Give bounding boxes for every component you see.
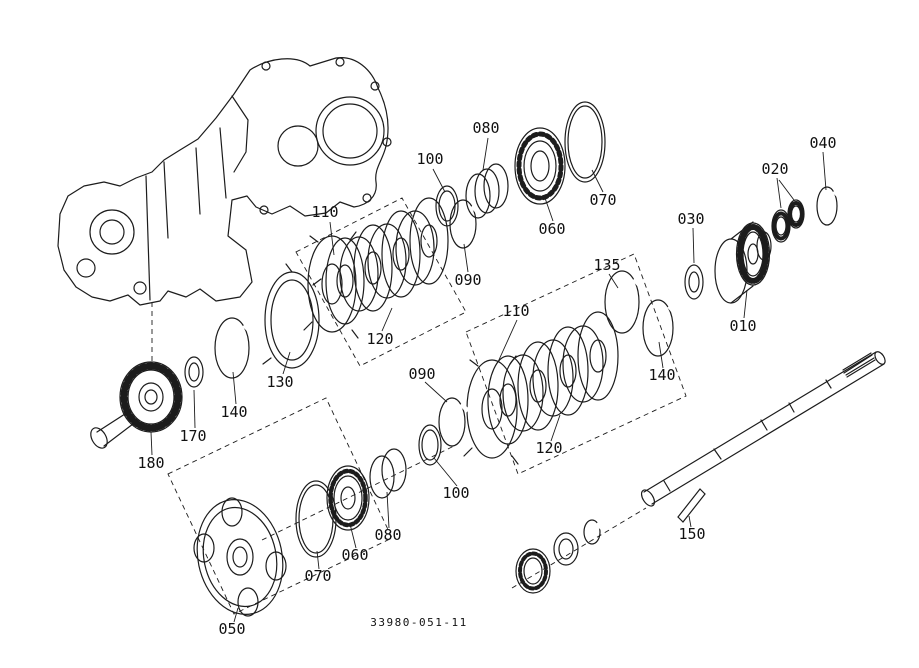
part-label-040: 040 [809, 134, 836, 152]
part-060-bearing-lower [326, 465, 370, 531]
part-label-070-lower: 070 [304, 567, 331, 585]
part-label-140-upper: 140 [220, 403, 247, 421]
part-120-clutch-disc-stack-upper [325, 197, 449, 325]
part-label-130: 130 [266, 373, 293, 391]
output-shaft [640, 351, 886, 507]
part-180-gear [90, 361, 183, 449]
part-label-010: 010 [729, 317, 756, 335]
part-label-060-upper: 060 [538, 220, 565, 238]
part-170-washer [184, 356, 204, 388]
part-label-100-lower: 100 [442, 484, 469, 502]
part-label-090-lower: 090 [408, 365, 435, 383]
part-040-snap-ring [816, 186, 842, 226]
part-100-ring-upper [435, 185, 459, 227]
part-label-020: 020 [761, 160, 788, 178]
part-150-pin [677, 488, 706, 523]
part-label-120-lower: 120 [535, 439, 562, 457]
part-label-135: 135 [593, 256, 620, 274]
part-030-washer [684, 264, 704, 300]
part-100-ring-lower [418, 424, 442, 466]
part-label-150: 150 [678, 525, 705, 543]
part-060-bearing-upper [514, 127, 566, 205]
part-label-120-upper: 120 [366, 330, 393, 348]
part-070-ring-upper [564, 101, 606, 183]
part-label-170: 170 [179, 427, 206, 445]
part-135-snap-ring [604, 270, 643, 334]
drawing-number: 33980-051-11 [370, 616, 467, 629]
part-140-snap-ring-upper [214, 317, 254, 379]
part-label-090-upper: 090 [454, 271, 481, 289]
part-130-retainer-plate [262, 263, 322, 369]
part-080-seal-rings-upper [465, 163, 509, 219]
part-label-080-upper: 080 [472, 119, 499, 137]
part-070-ring-lower [295, 480, 337, 558]
part-050-clutch-drum [193, 497, 287, 617]
part-label-070-upper: 070 [589, 191, 616, 209]
part-090-snap-ring-upper [449, 199, 481, 249]
part-140-snap-ring-lower [642, 299, 678, 357]
part-labels: 080 100 110 070 060 090 120 130 140 170 … [137, 119, 836, 638]
part-020-needle-bearings [771, 199, 805, 243]
label-leader-lines [150, 137, 827, 623]
part-label-110-lower: 110 [502, 302, 529, 320]
transmission-housing [57, 57, 392, 306]
part-120-clutch-disc-stack-lower [487, 311, 619, 445]
part-label-060-lower: 060 [341, 546, 368, 564]
shaft-bearing-set [515, 519, 604, 594]
part-label-140-lower: 140 [648, 366, 675, 384]
part-label-110-upper: 110 [311, 203, 338, 221]
part-label-030: 030 [677, 210, 704, 228]
part-label-080-lower: 080 [374, 526, 401, 544]
part-110-pressure-plate-lower [463, 355, 519, 465]
part-label-100-upper: 100 [416, 150, 443, 168]
part-080-seal-rings-lower [369, 448, 407, 499]
part-090-snap-ring-lower [438, 397, 470, 447]
part-label-180: 180 [137, 454, 164, 472]
part-label-050: 050 [218, 620, 245, 638]
part-010-gear-hub [714, 221, 772, 304]
assembly-dashed-lines [151, 197, 687, 615]
